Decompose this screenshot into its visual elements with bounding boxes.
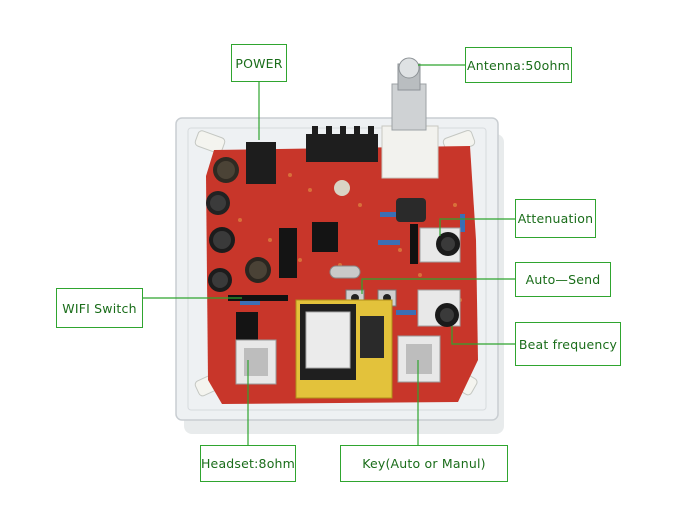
bnc-antenna-connector xyxy=(381,57,439,179)
headset-label: Headset:8ohm xyxy=(200,445,296,482)
leader-lines xyxy=(143,64,515,445)
power-jack xyxy=(246,142,276,184)
capacitors xyxy=(206,157,271,292)
auto-send-label: Auto—Send xyxy=(515,262,611,297)
heatsink xyxy=(306,126,378,162)
headset-jack xyxy=(235,339,277,385)
ic-chips xyxy=(236,222,338,342)
wifi-module xyxy=(295,299,393,399)
key-jack xyxy=(397,335,441,383)
antenna-label: Antenna:50ohm xyxy=(465,47,572,83)
power-label: POWER xyxy=(231,44,287,82)
attenuation-label: Attenuation xyxy=(515,199,596,238)
wifi-switch-label: WIFI Switch xyxy=(56,288,143,328)
beat-frequency-label: Beat frequency xyxy=(515,322,621,366)
beat-frequency-knob xyxy=(417,289,461,327)
key-label: Key(Auto or Manul) xyxy=(340,445,508,482)
